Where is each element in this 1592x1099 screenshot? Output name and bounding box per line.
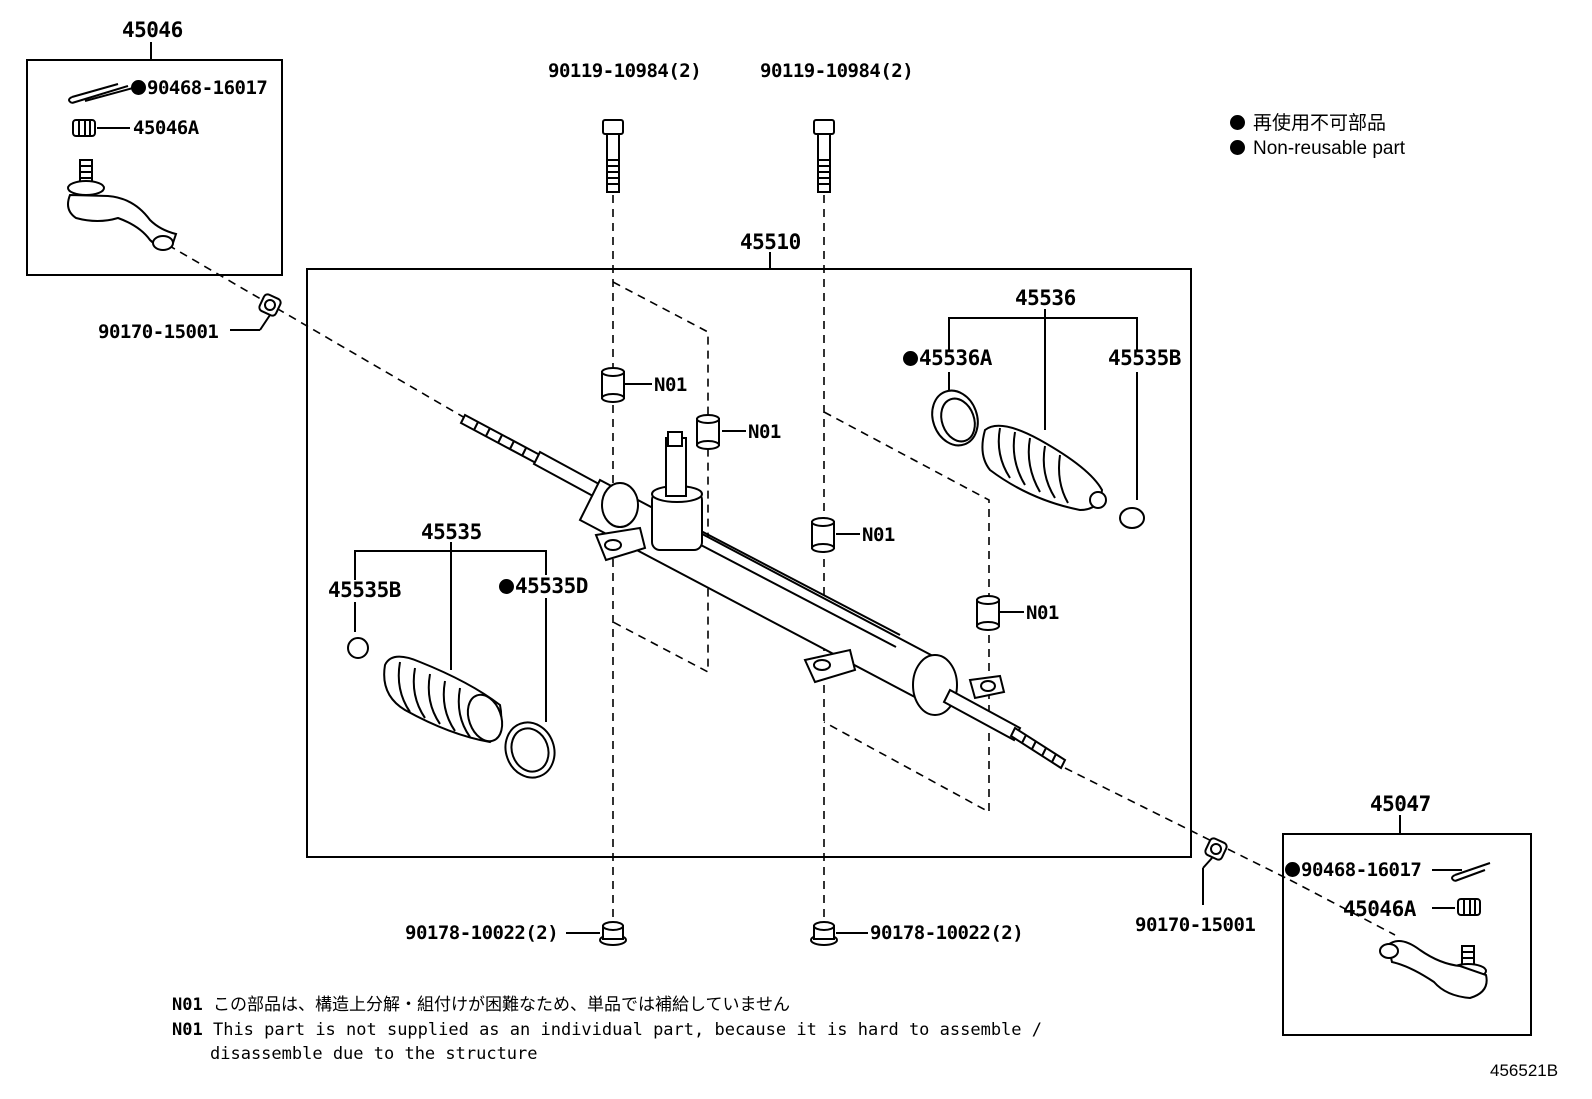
non-reusable-bullet-icon <box>1230 140 1245 155</box>
tie-end-left-box <box>26 59 283 276</box>
note-jp-text: この部品は、構造上分解・組付けが困難なため、単品では補給していません <box>212 995 790 1015</box>
group-label-boot-set-left: 45535 <box>421 520 482 544</box>
note-code: N01 <box>172 1020 203 1040</box>
document-number: 456521B <box>1490 1061 1559 1080</box>
legend-jp-text: 再使用不可部品 <box>1253 113 1387 134</box>
part-label-clamp-left-d: 45535D <box>499 576 588 597</box>
part-label-nut-right: 45046A <box>1343 897 1416 921</box>
group-label-boot-set-right: 45536 <box>1015 286 1076 310</box>
part-label-bolt-left: 90119-10984(2) <box>548 60 702 82</box>
part-label-cotter-pin-left: 90468-16017 <box>131 79 268 98</box>
note-en-line2: disassemble due to the structure <box>210 1046 538 1063</box>
part-label-nut-left: 45046A <box>133 117 199 139</box>
part-label-clamp-right-a: 45536A <box>903 348 992 369</box>
part-label-clip-right-b: 45535B <box>1108 346 1181 370</box>
legend-en-text: Non-reusable part <box>1253 138 1406 159</box>
note-en: N01 This part is not supplied as an indi… <box>172 1022 1042 1039</box>
part-label-bushing-1: N01 <box>654 374 687 396</box>
part-label-flange-nut-left: 90178-10022(2) <box>405 922 559 944</box>
part-label-flange-nut-right: 90178-10022(2) <box>870 922 1024 944</box>
part-label-lock-nut-right: 90170-15001 <box>1135 914 1256 936</box>
note-en-text-2: disassemble due to the structure <box>210 1044 538 1064</box>
non-reusable-bullet-icon <box>1230 115 1245 130</box>
part-label-bolt-right: 90119-10984(2) <box>760 60 914 82</box>
gear-assembly-box <box>306 268 1192 858</box>
note-code: N01 <box>172 995 203 1015</box>
legend-en: Non-reusable part <box>1230 139 1405 158</box>
group-label-tie-end-right: 45047 <box>1370 792 1431 816</box>
legend-jp: 再使用不可部品 <box>1230 114 1386 133</box>
tie-end-right-box <box>1282 833 1532 1036</box>
note-en-text-1: This part is not supplied as an individu… <box>212 1020 1042 1040</box>
part-label-cotter-pin-right: 90468-16017 <box>1285 861 1422 880</box>
part-label-lock-nut-left: 90170-15001 <box>98 321 219 343</box>
part-label-clip-left-b: 45535B <box>328 578 401 602</box>
group-label-gear-assembly: 45510 <box>740 230 801 254</box>
group-label-tie-end-left: 45046 <box>122 18 183 42</box>
part-label-bushing-2: N01 <box>748 421 781 443</box>
part-label-bushing-4: N01 <box>1026 602 1059 624</box>
note-jp: N01 この部品は、構造上分解・組付けが困難なため、単品では補給していません <box>172 997 790 1014</box>
part-label-bushing-3: N01 <box>862 524 895 546</box>
